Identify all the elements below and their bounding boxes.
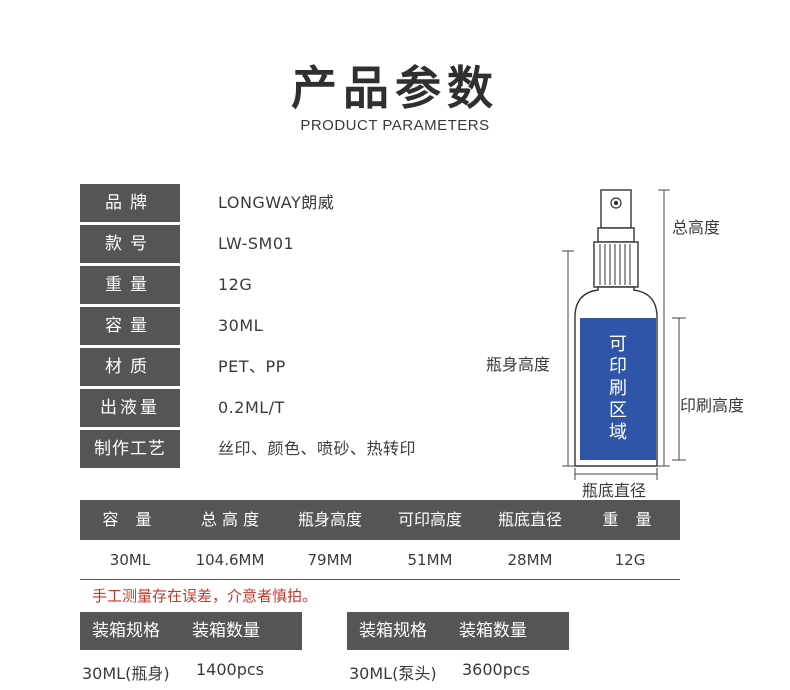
- page-title: 产品参数: [291, 61, 499, 115]
- spec-value: PET、PP: [218, 357, 286, 376]
- packing-spec-value: 30ML(泵头): [349, 664, 437, 683]
- table-cell: 104.6MM: [195, 551, 265, 569]
- table-header-cell: 总 高 度: [200, 510, 260, 529]
- spec-label: 出液量: [80, 389, 180, 427]
- spec-value: 0.2ML/T: [218, 398, 285, 417]
- body-height-dimension: [562, 250, 574, 467]
- table-cell: 28MM: [507, 551, 553, 569]
- table-header-cell: 可印高度: [397, 510, 462, 529]
- table-cell: 79MM: [307, 551, 353, 569]
- spec-row-material: 材质 PET、PP: [80, 348, 500, 386]
- spec-label: 款号: [80, 225, 180, 263]
- table-header-cell: 瓶身高度: [297, 510, 362, 529]
- spec-row-model: 款号 LW-SM01: [80, 225, 500, 263]
- spec-label: 材质: [80, 348, 180, 386]
- spec-value: LONGWAY朗威: [218, 193, 335, 212]
- spec-label: 容量: [80, 307, 180, 345]
- print-height-dimension: [672, 317, 686, 461]
- packing-qty-value: 1400pcs: [196, 660, 265, 679]
- spec-value: 30ML: [218, 316, 264, 335]
- spec-row-process: 制作工艺 丝印、颜色、喷砂、热转印: [80, 430, 500, 468]
- table-cell: 12G: [614, 551, 646, 569]
- packing-spec-value: 30ML(瓶身): [82, 664, 170, 683]
- base-diameter-dimension: [574, 468, 658, 480]
- print-area-label: 可 印 刷 区 域: [609, 334, 627, 443]
- nozzle-hole: [610, 197, 622, 209]
- print-height-label: 印刷高度: [680, 396, 745, 415]
- dimensions-table-header: 容 量 总 高 度 瓶身高度 可印高度 瓶底直径 重 量: [80, 500, 680, 540]
- spec-label: 重量: [80, 266, 180, 304]
- table-cell: 30ML: [109, 551, 151, 569]
- table-cell: 51MM: [407, 551, 453, 569]
- packing-spec-label: 装箱规格: [359, 621, 427, 641]
- packing-qty-label: 装箱数量: [192, 621, 260, 641]
- nozzle-hole-center: [613, 200, 619, 206]
- ribbed-cap: [593, 241, 639, 288]
- spec-value: 丝印、颜色、喷砂、热转印: [218, 439, 417, 458]
- pump-nozzle: [600, 189, 632, 229]
- packing-qty-label: 装箱数量: [459, 621, 527, 641]
- spec-label: 制作工艺: [80, 430, 180, 468]
- packing-spec-label: 装箱规格: [92, 621, 160, 641]
- table-header-cell: 容 量: [102, 510, 158, 529]
- table-row: 30ML 104.6MM 79MM 51MM 28MM 12G: [80, 540, 680, 580]
- table-header-cell: 瓶底直径: [497, 510, 562, 529]
- cap-ribs: [599, 244, 631, 285]
- spec-row-brand: 品牌 LONGWAY朗威: [80, 184, 500, 222]
- spec-label: 品牌: [80, 184, 180, 222]
- print-area: [580, 318, 656, 460]
- packing-header-body: 装箱规格 装箱数量: [80, 612, 302, 650]
- page-subtitle: PRODUCT PARAMETERS: [300, 117, 490, 134]
- pump-collar: [597, 227, 635, 243]
- spec-value: 12G: [218, 275, 253, 294]
- measurement-note: 手工测量存在误差，介意者慎拍。: [92, 587, 318, 605]
- bottle-diagram: 可 印 刷 区 域 总高度 瓶身高度 印刷高度 瓶底直径: [470, 180, 770, 500]
- bottle-illustration: [562, 189, 686, 480]
- base-diameter-label: 瓶底直径: [582, 481, 647, 500]
- total-height-label: 总高度: [672, 218, 721, 237]
- body-height-label: 瓶身高度: [486, 355, 551, 374]
- spec-row-output: 出液量 0.2ML/T: [80, 389, 500, 427]
- packing-header-pump: 装箱规格 装箱数量: [347, 612, 569, 650]
- spec-row-capacity: 容量 30ML: [80, 307, 500, 345]
- packing-qty-value: 3600pcs: [462, 660, 531, 679]
- table-header-cell: 重 量: [602, 510, 658, 529]
- spec-value: LW-SM01: [218, 234, 295, 253]
- total-height-dimension: [658, 189, 670, 467]
- spec-row-weight: 重量 12G: [80, 266, 500, 304]
